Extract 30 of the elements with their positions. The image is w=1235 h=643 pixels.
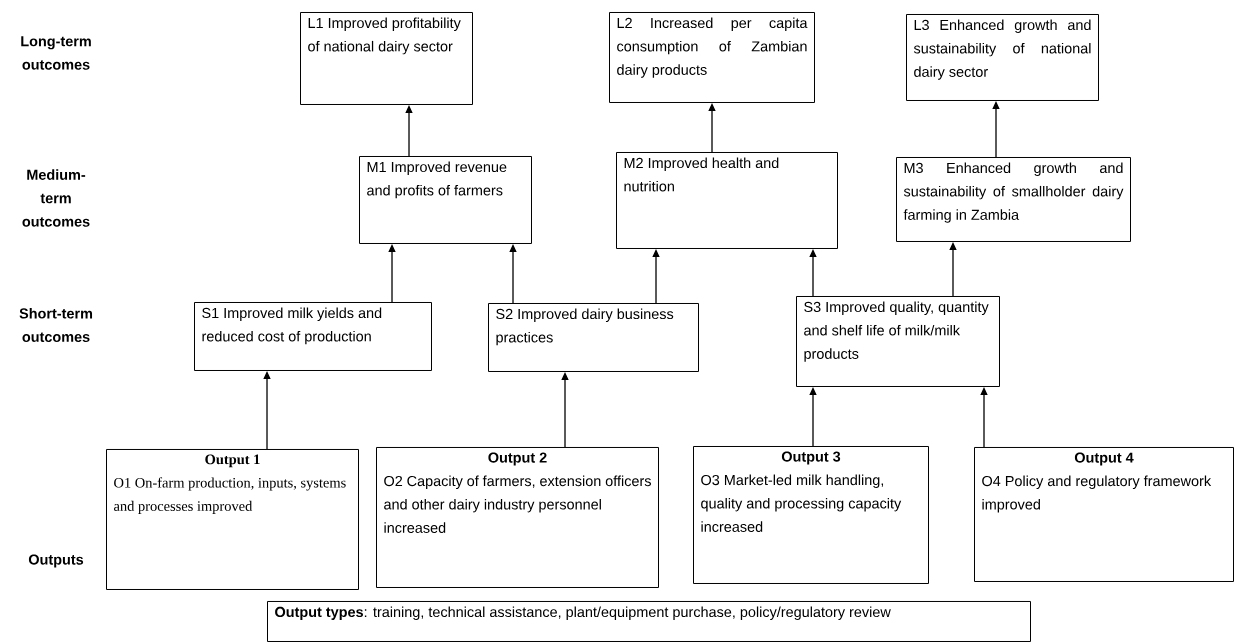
- outcome-box: L3 Enhanced growth and sustainability of national dairy sector: [906, 14, 1099, 101]
- outcome-box: L1 Improved profitability of national dairy sector: [300, 12, 473, 105]
- output-box: Output 4 O4 Policy and regulatory framework improved: [974, 447, 1234, 582]
- arrow: [708, 103, 716, 153]
- row-heading: Short-term outcomes: [19, 308, 93, 342]
- arrow: [992, 101, 1000, 158]
- arrow: [809, 387, 817, 447]
- arrow: [561, 372, 569, 448]
- arrow: [263, 371, 271, 450]
- row-heading: Medium-term outcomes: [22, 169, 90, 227]
- output-box: Output 1 O1 On-farm production, inputs, systems and processes improved: [106, 449, 359, 590]
- arrow: [809, 249, 817, 297]
- outcome-box: M1 Improved revenue and profits of farmers: [359, 156, 532, 244]
- arrow: [388, 244, 396, 303]
- arrow: [509, 244, 517, 304]
- row-heading: Long-term outcomes: [21, 36, 91, 70]
- note-box: Output types: training, technical assistance, plant/equipment purchase, policy/regulatory review: [267, 601, 1031, 642]
- output-box: Output 2 O2 Capacity of farmers, extension officers and other dairy industry personnel increased: [376, 447, 659, 588]
- arrow: [980, 387, 988, 448]
- row-heading: Outputs: [28, 554, 84, 568]
- arrow: [949, 242, 957, 297]
- outcome-box: L2 Increased per capita consumption of Zambian dairy products: [609, 12, 815, 103]
- arrow: [652, 249, 660, 304]
- arrow: [405, 105, 413, 157]
- output-box: Output 3 O3 Market-led milk handling, quality and processing capacity increased: [693, 446, 929, 584]
- outcome-box: M2 Improved health and nutrition: [616, 152, 838, 249]
- outcome-box: S2 Improved dairy business practices: [488, 303, 699, 372]
- outcome-box: M3 Enhanced growth and sustainability of smallholder dairy farming in Zambia: [896, 157, 1131, 242]
- outcome-box: S3 Improved quality, quantity and shelf life of milk/milk products: [796, 296, 1000, 387]
- outcome-box: S1 Improved milk yields and reduced cost of production: [194, 302, 432, 371]
